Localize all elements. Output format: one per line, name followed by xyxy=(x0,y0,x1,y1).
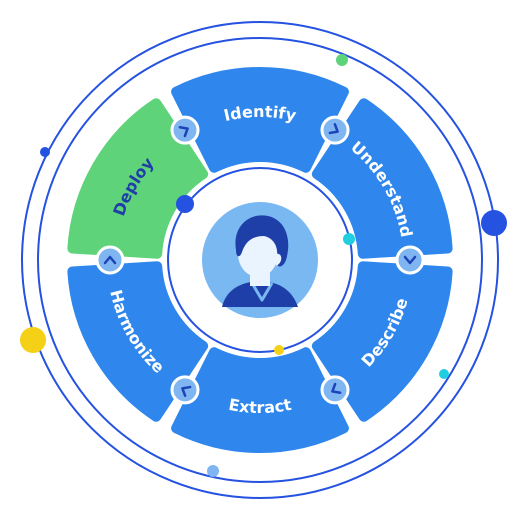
segment-describe[interactable] xyxy=(311,261,453,422)
orbit-dot-blue-small xyxy=(40,147,50,157)
segment-connectors xyxy=(95,115,425,405)
orbit-dot-yellow-large xyxy=(20,327,46,353)
inner-dot-cyan xyxy=(343,233,355,245)
segment-identify[interactable] xyxy=(171,66,349,173)
segment-label-extract: Extract xyxy=(227,395,293,417)
connector-arrow-describe-extract xyxy=(320,375,350,405)
inner-orbit-ring xyxy=(167,167,353,353)
chevron-icon xyxy=(103,255,117,265)
center-avatar xyxy=(202,202,318,318)
chevron-icon xyxy=(328,123,339,135)
segment-extract[interactable] xyxy=(171,347,349,454)
person-avatar-icon xyxy=(222,215,298,307)
connector-arrow-understand-describe xyxy=(395,245,425,275)
connector-arrow-harmonize-deploy xyxy=(95,245,125,275)
inner-dot-blue xyxy=(176,195,194,213)
chevron-icon xyxy=(181,385,192,397)
chevron-icon xyxy=(331,382,342,394)
orbit-dot-blue-large xyxy=(481,210,507,236)
process-segments xyxy=(67,66,453,454)
orbit-dot-green xyxy=(336,54,348,66)
middle-orbit-ring xyxy=(37,37,483,483)
segment-harmonize[interactable] xyxy=(67,261,209,422)
outer-orbit-ring xyxy=(21,21,499,499)
orbit-dot-lightblue xyxy=(207,465,219,477)
inner-dot-yellow xyxy=(274,345,284,355)
segment-deploy[interactable] xyxy=(67,98,209,259)
connector-arrow-extract-harmonize xyxy=(170,375,200,405)
segment-understand[interactable] xyxy=(311,98,453,259)
orbit-dot-cyan xyxy=(439,369,449,379)
chevron-icon xyxy=(178,126,189,138)
orbit-dots xyxy=(20,54,507,477)
connector-arrow-identify-understand xyxy=(320,115,350,145)
chevron-icon xyxy=(403,255,417,265)
connector-arrow-deploy-identify xyxy=(170,115,200,145)
